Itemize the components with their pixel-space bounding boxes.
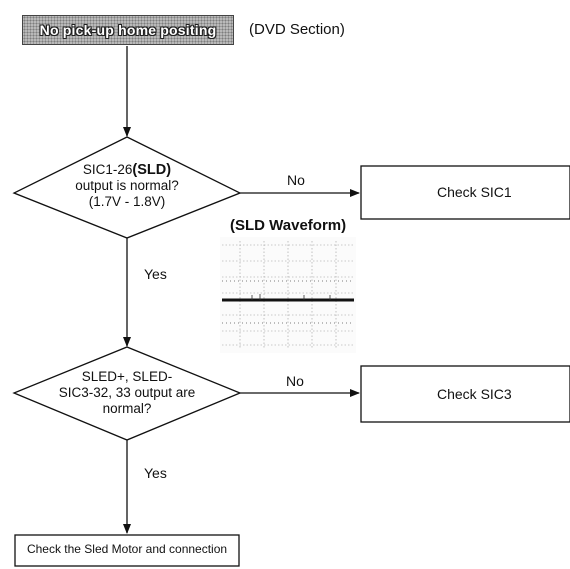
check2-box (360, 365, 570, 423)
final-box-label: Check the Sled Motor and connection (26, 542, 228, 556)
check2-label: Check SIC3 (437, 386, 512, 402)
decision1-line1-bold: (SLD) (132, 162, 172, 178)
sld-waveform-image (220, 237, 356, 353)
decision2-line3: normal? (102, 401, 152, 416)
waveform-title: (SLD Waveform) (230, 217, 347, 234)
no-label-1: No (287, 172, 305, 188)
decision2-diamond (12, 346, 242, 441)
decision2-line1: SLED+, SLED- (81, 369, 173, 384)
decision1-line2: output is normal? (75, 178, 179, 193)
decision1-text: SIC1-26(SLD) output is normal? (1.7V - 1… (50, 162, 204, 210)
decision1-diamond (12, 136, 242, 239)
yes-label-1: Yes (144, 266, 167, 282)
title-text: No pick-up home positing (39, 22, 217, 38)
decision1-line3: (1.7V - 1.8V) (88, 194, 166, 209)
check1-box (360, 165, 570, 220)
no-label-2: No (286, 373, 304, 389)
check1-label: Check SIC1 (437, 184, 512, 200)
section-label: (DVD Section) (249, 21, 345, 38)
title-box: No pick-up home positing (22, 15, 234, 45)
final-box (14, 534, 240, 567)
yes-label-2: Yes (144, 465, 167, 481)
decision2-line2: SIC3-32, 33 output are (58, 385, 196, 400)
decision2-text: SLED+, SLED- SIC3-32, 33 output are norm… (42, 369, 212, 417)
decision1-line1-prefix: SIC1-26 (82, 162, 133, 177)
